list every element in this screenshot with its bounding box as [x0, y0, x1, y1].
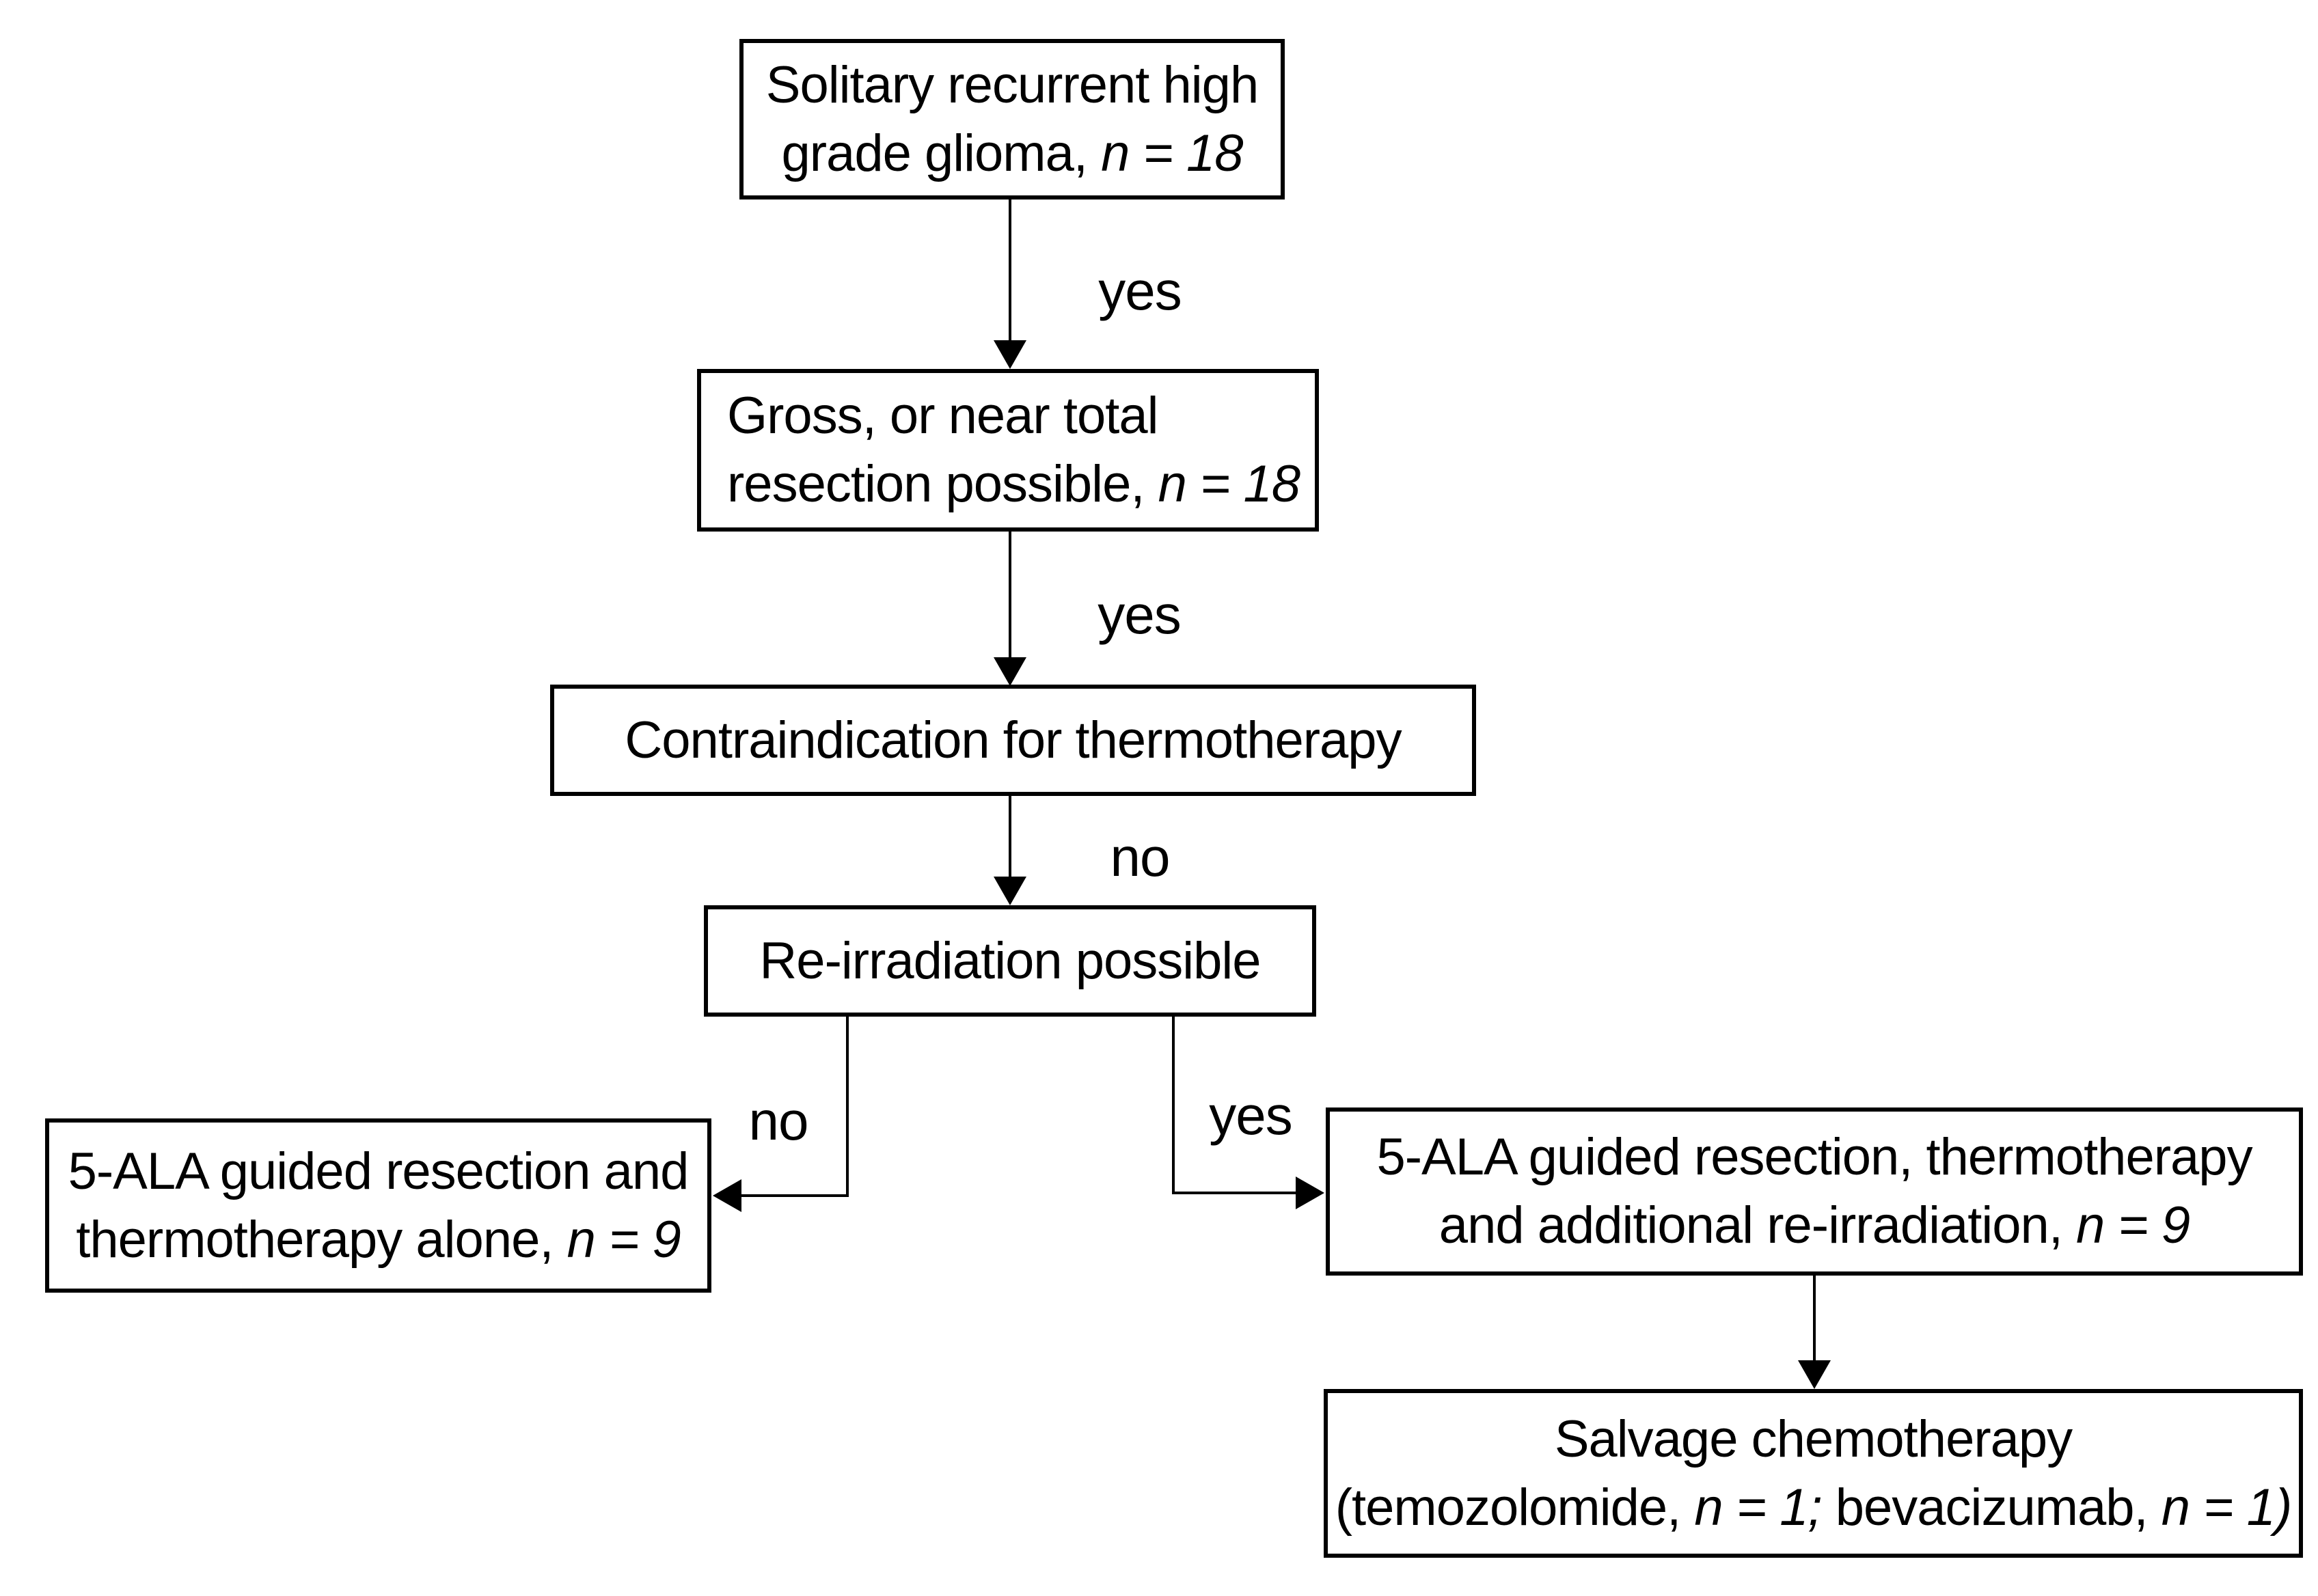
edge-label-yes-solitary-to-resection: yes: [1098, 260, 1182, 321]
arrowhead-right-icon: [1296, 1177, 1324, 1209]
arrowhead-down-icon: [1798, 1360, 1831, 1389]
arrowhead-left-icon: [713, 1179, 741, 1212]
connector-contraindication-to-reirradiation-line: [1009, 795, 1011, 878]
node-salvage-chemotherapy: Salvage chemotherapy(temozolomide, n = 1…: [1324, 1389, 2303, 1558]
connector-reirradiation-yes-branch-horizontal: [1173, 1192, 1298, 1194]
node-contraindication-for-thermotherapy: Contraindication for thermotherapy: [550, 685, 1476, 796]
edge-label-no-reirradiation-to-thermo-alone: no: [748, 1090, 809, 1151]
connector-solitary-to-resection-line: [1009, 200, 1011, 343]
node-re-irradiation-possible: Re-irradiation possible: [704, 905, 1316, 1017]
edge-label-yes-reirradiation-to-thermo-reirr: yes: [1209, 1085, 1292, 1146]
edge-label-yes-resection-to-contraindication: yes: [1097, 584, 1181, 645]
arrowhead-down-icon: [994, 340, 1026, 369]
arrowhead-down-icon: [994, 877, 1026, 905]
connector-reirradiation-yes-branch-vertical: [1172, 1015, 1175, 1194]
connector-thermo-reirr-to-salvage-line: [1813, 1274, 1816, 1362]
edge-label-no-contraindication-to-reirradiation: no: [1110, 827, 1171, 888]
connector-reirradiation-no-branch-vertical: [846, 1015, 849, 1197]
arrowhead-down-icon: [994, 657, 1026, 686]
connector-resection-to-contraindication-line: [1009, 530, 1011, 661]
connector-reirradiation-no-branch-horizontal: [741, 1194, 847, 1197]
